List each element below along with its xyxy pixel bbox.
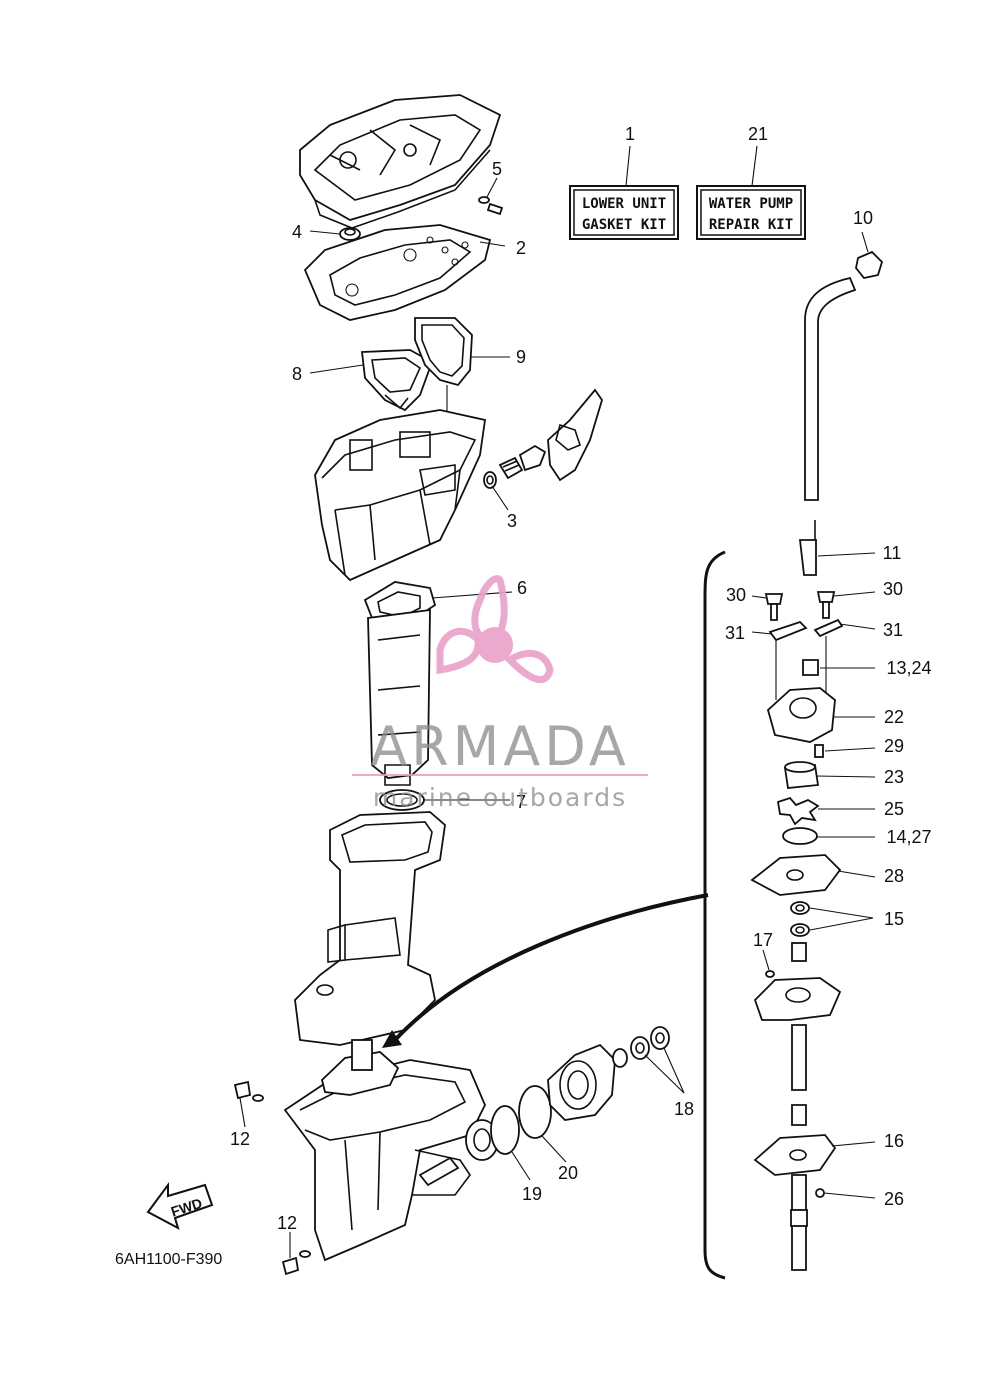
pump-base-housing	[753, 977, 842, 1021]
label-part-2[interactable]: 2	[516, 238, 526, 258]
seal-part-4	[339, 227, 361, 241]
gearcase-lower-unit	[283, 1039, 486, 1262]
clamp-fitting	[518, 444, 547, 472]
armada-watermark: ARMADA marine outboards	[352, 575, 648, 812]
dowel-pin-part-17	[765, 970, 775, 978]
plate-part-16	[753, 1134, 837, 1176]
bolt-part-12-upper	[233, 1080, 264, 1102]
pump-detail-bracket	[703, 550, 726, 1280]
label-part-7[interactable]: 7	[516, 792, 526, 812]
label-part-16[interactable]: 16	[884, 1131, 904, 1151]
label-part-8[interactable]: 8	[292, 364, 302, 384]
label-part-30-left[interactable]: 30	[726, 585, 746, 605]
label-part-22[interactable]: 22	[884, 707, 904, 727]
label-part-23[interactable]: 23	[884, 767, 904, 787]
bolt-part-30-left	[764, 593, 784, 621]
pin-part-26	[815, 1188, 825, 1198]
plate-part-31-right	[813, 618, 844, 638]
leader-lines	[239, 145, 876, 1258]
label-part-19[interactable]: 19	[522, 1184, 542, 1204]
label-part-6[interactable]: 6	[517, 578, 527, 598]
plate-part-31-left	[768, 620, 808, 642]
label-part-31-left[interactable]: 31	[725, 623, 745, 643]
upper-casing-top	[299, 94, 502, 229]
water-pump-kit-line2: REPAIR KIT	[709, 217, 793, 233]
pump-housing-part-22	[766, 687, 836, 743]
bolt-part-5	[478, 196, 504, 216]
label-part-9[interactable]: 9	[516, 347, 526, 367]
lower-unit-kit-line2: GASKET KIT	[582, 217, 666, 233]
watermark-tagline: marine outboards	[373, 783, 627, 812]
gasket-part-9	[414, 317, 473, 387]
pump-assembly-arrow	[382, 893, 709, 1048]
label-part-17[interactable]: 17	[753, 930, 773, 950]
oil-seal-part-15-top	[790, 901, 810, 915]
label-kit-21[interactable]: 21	[748, 124, 768, 144]
label-part-12-lower[interactable]: 12	[277, 1213, 297, 1233]
gasket-part-2	[303, 224, 492, 321]
watermark-brand: ARMADA	[370, 715, 630, 778]
label-part-12-upper[interactable]: 12	[230, 1129, 250, 1149]
bolt-part-12-lower	[281, 1250, 311, 1276]
diagram-code: 6AH1100-F390	[115, 1251, 222, 1268]
outer-plate-part-28	[750, 854, 842, 896]
label-part-15[interactable]: 15	[884, 909, 904, 929]
exhaust-guide-casing	[314, 409, 487, 582]
water-tube-grommet-part-10	[855, 250, 884, 279]
label-part-20[interactable]: 20	[558, 1163, 578, 1183]
label-part-30-right[interactable]: 30	[883, 579, 903, 599]
pin-part-29	[814, 744, 824, 758]
impeller-part-25	[776, 796, 820, 826]
label-part-3[interactable]: 3	[507, 511, 517, 531]
label-part-11[interactable]: 11	[883, 543, 902, 563]
sleeve	[791, 942, 807, 962]
seal-part-3	[483, 471, 497, 489]
drive-shaft-segments	[791, 1024, 807, 1126]
label-part-28[interactable]: 28	[884, 866, 904, 886]
propeller-shaft-housing	[547, 1043, 616, 1121]
water-pump-kit-line1: WATER PUMP	[709, 196, 793, 212]
label-part-13-24[interactable]: 13,24	[886, 658, 931, 678]
oil-seal-part-15-bottom	[790, 923, 810, 937]
lower-unit-kit-line1: LOWER UNIT	[582, 196, 666, 212]
o-ring-part-20	[518, 1085, 552, 1139]
label-part-18[interactable]: 18	[674, 1099, 694, 1119]
label-part-4[interactable]: 4	[292, 222, 302, 242]
bearing-part-19	[465, 1119, 499, 1161]
grease-fitting	[498, 456, 524, 480]
lower-unit-gasket-kit-box[interactable]: LOWER UNIT GASKET KIT	[569, 185, 679, 240]
label-part-14-27[interactable]: 14,27	[886, 827, 931, 847]
upper-casing-midsection	[294, 811, 446, 1046]
ring-part-7	[379, 789, 425, 811]
insert-part-13-24	[802, 659, 819, 676]
tube-seal-part-11	[798, 520, 817, 576]
label-part-26[interactable]: 26	[884, 1189, 904, 1209]
cartridge-part-23	[783, 761, 820, 789]
propeller-shaft	[418, 1156, 460, 1187]
water-pump-repair-kit-box[interactable]: WATER PUMP REPAIR KIT	[696, 185, 806, 240]
water-tube	[804, 276, 857, 501]
label-kit-1[interactable]: 1	[625, 124, 635, 144]
label-part-31-right[interactable]: 31	[883, 620, 903, 640]
oil-seal-part-18	[612, 1026, 670, 1068]
o-ring-part-14-27	[782, 827, 818, 845]
part-number-labels: 1 21 5 4 2 8 9 3 6 7 10 11 30 30 31 31 1…	[230, 124, 932, 1233]
lower-drive-shaft	[790, 1174, 808, 1271]
bolt-part-30-right	[816, 591, 836, 619]
o-ring-part-19	[490, 1105, 520, 1155]
label-part-29[interactable]: 29	[884, 736, 904, 756]
cover-part-8	[360, 349, 434, 412]
label-part-10[interactable]: 10	[853, 208, 873, 228]
propeller-logo-icon	[436, 575, 554, 684]
label-part-5[interactable]: 5	[492, 159, 502, 179]
water-inlet-cover	[547, 388, 603, 482]
label-part-25[interactable]: 25	[884, 799, 904, 819]
forward-arrow: FWD	[146, 1181, 214, 1231]
